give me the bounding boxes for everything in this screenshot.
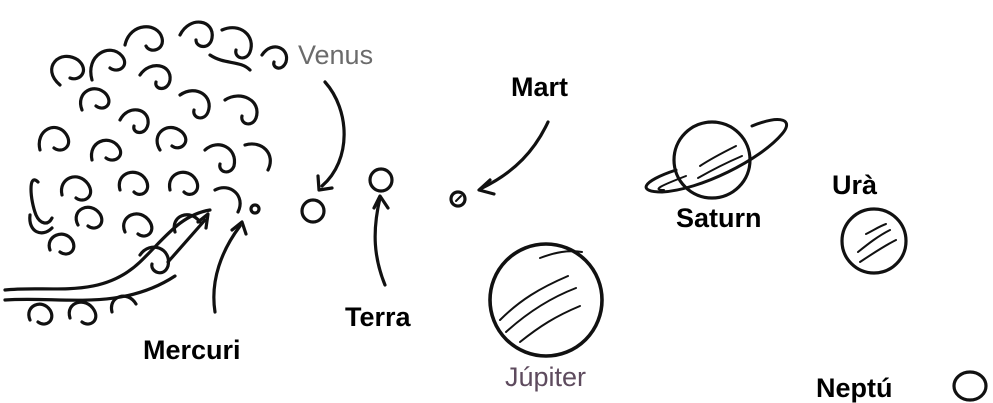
earth-label: Terra <box>345 302 411 332</box>
mars-planet-icon <box>449 190 467 208</box>
venus-planet-icon <box>300 198 326 224</box>
venus-label: Venus <box>298 40 374 70</box>
mercury-pointer-arrow <box>212 224 242 314</box>
neptune-planet-icon <box>952 370 988 402</box>
mercury-arrowhead <box>230 220 248 236</box>
saturn-planet-icon <box>644 118 789 200</box>
sun-swirls-icon <box>3 20 289 326</box>
earth-pointer-arrow <box>373 196 387 287</box>
venus-pointer-arrow <box>320 80 346 188</box>
mercury-planet-icon <box>249 203 261 215</box>
uranus-label: Urà <box>832 170 878 200</box>
uranus-planet-icon <box>840 207 908 275</box>
jupiter-planet-icon <box>488 242 604 358</box>
mars-arrowhead <box>477 178 496 196</box>
mars-label: Mart <box>511 72 569 102</box>
venus-arrowhead <box>316 174 334 192</box>
earth-planet-icon <box>368 167 394 193</box>
neptune-label: Neptú <box>816 373 893 403</box>
jupiter-label: Júpiter <box>505 362 587 392</box>
mercury-label: Mercuri <box>143 335 241 365</box>
earth-arrowhead <box>372 194 390 210</box>
saturn-label: Saturn <box>676 203 762 233</box>
mars-pointer-arrow <box>480 120 550 190</box>
